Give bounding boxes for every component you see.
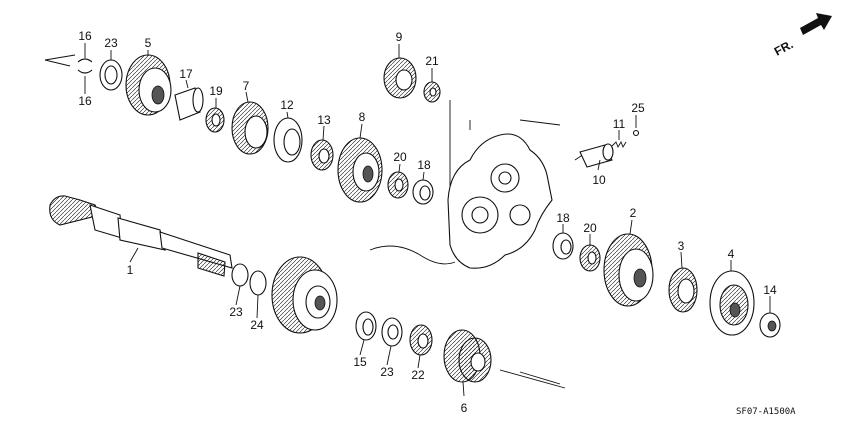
callout-23-bottom: 23 — [380, 365, 394, 379]
part-25-ball — [632, 129, 640, 137]
transmission-case — [369, 119, 561, 269]
callout-labels: 16 16 23 5 17 19 7 12 13 8 9 21 20 18 11… — [78, 29, 777, 415]
part-10-shaft — [579, 143, 614, 168]
callout-25: 25 — [631, 101, 645, 115]
part-9-gear — [383, 57, 417, 99]
front-direction-label: FR. — [772, 37, 796, 58]
callout-2: 2 — [630, 206, 637, 220]
part-15-thrust-washer — [355, 311, 377, 341]
part-21-needle-bearing — [423, 81, 441, 103]
callout-12: 12 — [280, 98, 294, 112]
part-20-needle-bearing-lower — [579, 244, 601, 272]
callout-10: 10 — [592, 173, 606, 187]
part-24-snap-rings — [231, 263, 267, 296]
callout-24-right: 24 — [250, 318, 264, 332]
callout-15: 15 — [353, 355, 367, 369]
callout-18-top: 18 — [417, 158, 431, 172]
part-5-gear — [125, 54, 172, 116]
part-12-synchro-hub — [273, 117, 303, 163]
part-2-gear — [603, 233, 654, 307]
part-11-spring — [611, 140, 627, 149]
callout-20-bottom: 20 — [583, 221, 597, 235]
callout-9: 9 — [396, 30, 403, 44]
callout-3: 3 — [678, 239, 685, 253]
callout-21: 21 — [425, 54, 439, 68]
callout-14: 14 — [763, 283, 777, 297]
callout-1: 1 — [127, 263, 134, 277]
part-17-collar — [174, 87, 204, 121]
clutch-drum-assembly — [271, 256, 338, 334]
part-19-needle-bearing — [205, 107, 225, 133]
part-6-gear — [443, 329, 492, 383]
part-16-snap-rings — [77, 58, 93, 74]
callout-24-left: 23 — [229, 305, 243, 319]
front-direction-arrow-icon — [800, 13, 832, 35]
callout-22: 22 — [411, 368, 425, 382]
part-7-gear — [231, 101, 269, 155]
callout-18-bottom: 18 — [556, 211, 570, 225]
part-1-mainshaft — [49, 195, 233, 277]
diagram-code: SF07-A1500A — [736, 407, 796, 417]
part-8-gear — [337, 137, 383, 203]
callout-leaders — [84, 43, 771, 397]
part-23-thrust-washer-lower — [381, 317, 403, 347]
part-20-needle-bearing — [387, 171, 409, 199]
part-13-needle-bearing — [310, 139, 334, 171]
callout-4: 4 — [728, 247, 735, 261]
callout-16-bottom: 16 — [78, 94, 92, 108]
callout-7: 7 — [243, 79, 250, 93]
callout-19: 19 — [209, 84, 223, 98]
callout-6: 6 — [461, 401, 468, 415]
part-22-needle-bearing — [409, 324, 433, 356]
callout-17: 17 — [179, 67, 193, 81]
part-14-nut — [759, 312, 781, 338]
callout-23-top: 23 — [104, 36, 118, 50]
callout-5: 5 — [145, 36, 152, 50]
part-3-bearing — [668, 267, 698, 313]
callout-13: 13 — [317, 113, 331, 127]
part-23-thrust-washer — [99, 59, 123, 91]
callout-20-top: 20 — [393, 150, 407, 164]
callout-16-top: 16 — [78, 29, 92, 43]
callout-8: 8 — [359, 110, 366, 124]
part-18-collar — [412, 179, 434, 205]
callout-11: 11 — [613, 117, 626, 131]
part-4-sprocket — [709, 270, 755, 336]
part-18-collar-lower — [552, 232, 574, 260]
